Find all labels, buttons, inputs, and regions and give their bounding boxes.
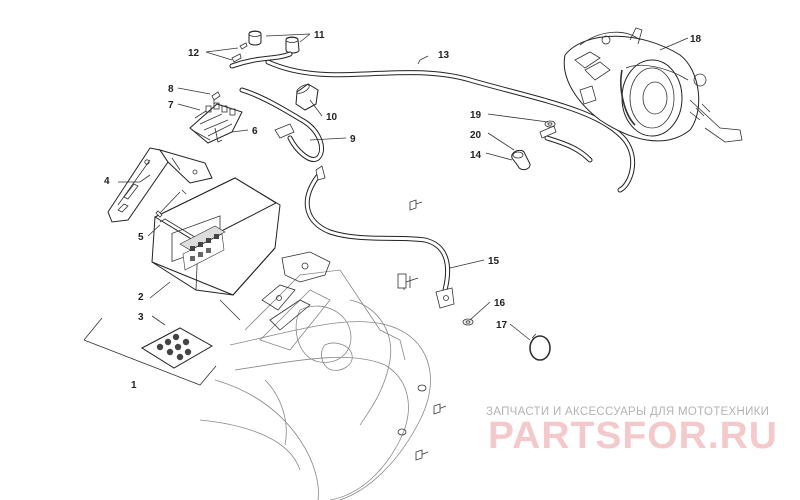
callout-19: 19 [470, 110, 482, 121]
watermark-brand: PARTSFOR.RU [488, 415, 778, 457]
chassis-frame [199, 251, 431, 500]
callout-1: 1 [131, 380, 137, 391]
decal-3 [140, 327, 214, 369]
relay-block [189, 102, 243, 144]
clamp-ring-17 [529, 333, 551, 361]
battery-warning-label [179, 225, 226, 271]
cable-9 [239, 87, 324, 162]
watermark-subtitle: ЗАПЧАСТИ И АКСЕССУАРЫ ДЛЯ МОТОТЕХНИКИ [486, 406, 769, 418]
callout-6: 6 [252, 126, 258, 137]
cable-13 [229, 51, 636, 193]
callout-8: 8 [168, 84, 174, 95]
callout-10: 10 [326, 112, 338, 123]
callout-15: 15 [488, 256, 500, 267]
callout-16: 16 [494, 298, 506, 309]
callout-20: 20 [470, 130, 482, 141]
starter-cable [511, 120, 593, 171]
ground-cable-15 [304, 165, 455, 309]
callout-3: 3 [138, 312, 144, 323]
callout-14: 14 [470, 150, 482, 161]
callout-7: 7 [168, 100, 174, 111]
terminal-caps [231, 30, 300, 63]
battery-bracket [107, 147, 213, 223]
starter-motor-18 [563, 27, 743, 143]
callout-13: 13 [438, 50, 450, 61]
callout-9: 9 [350, 134, 356, 145]
callout-12: 12 [188, 48, 200, 59]
callout-4: 4 [104, 176, 110, 187]
screws [397, 199, 474, 461]
screw-5 [155, 189, 187, 218]
callout-17: 17 [496, 320, 508, 331]
watermark: ЗАПЧАСТИ И АКСЕССУАРЫ ДЛЯ МОТОТЕХНИКИ PA… [486, 406, 778, 457]
callout-2: 2 [138, 292, 144, 303]
fuse-8 [211, 91, 221, 104]
callout-11: 11 [314, 30, 325, 41]
leader-lines [118, 33, 689, 341]
battery [151, 177, 281, 296]
callout-labels: 1 2 3 4 5 6 7 8 9 10 11 12 13 14 15 16 1… [104, 30, 702, 391]
callout-5: 5 [138, 232, 144, 243]
kit-bracket-1 [83, 317, 217, 386]
callout-18: 18 [690, 34, 702, 45]
